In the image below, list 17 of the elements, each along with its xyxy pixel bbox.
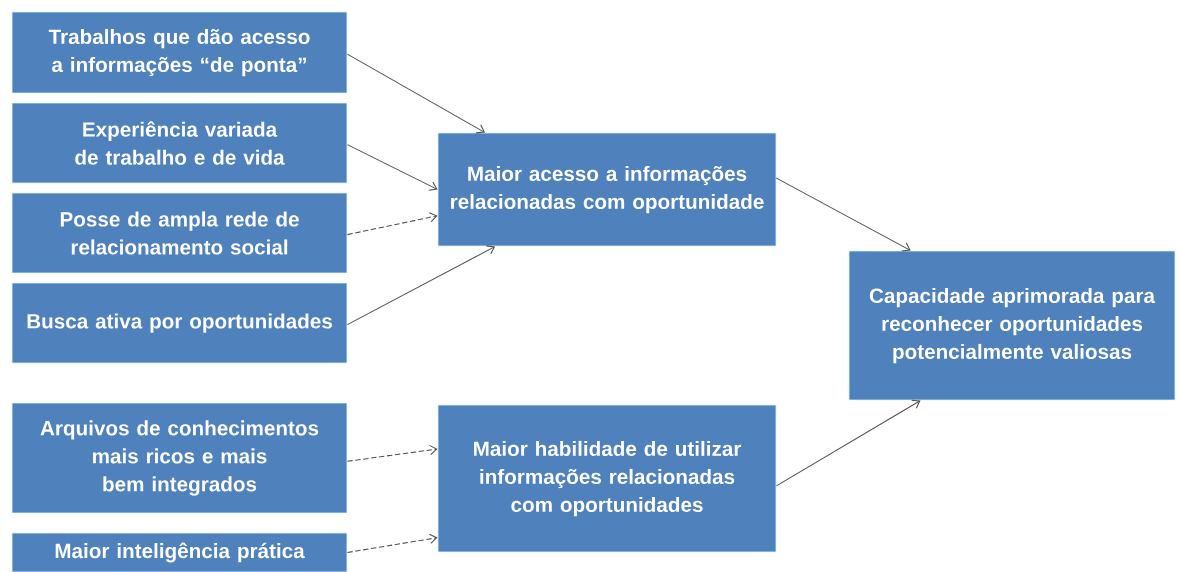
process-box: Busca ativa por oportunidades <box>11 282 348 364</box>
process-box: Posse de ampla rede de relacionamento social <box>11 192 348 274</box>
arrow <box>775 177 911 252</box>
arrow <box>346 53 486 134</box>
process-box: Maior acesso a informações relacionadas com oportunidade <box>437 132 777 247</box>
process-box: Capacidade aprimorada para reconhecer oportunidades potencialmente valiosas <box>848 250 1176 401</box>
arrow <box>346 212 438 236</box>
process-box: Maior habilidade de utilizar informações relacionadas com oportunidades <box>437 404 777 553</box>
arrow <box>346 533 438 554</box>
process-box: Trabalhos que dão acesso a informações “de ponta” <box>11 11 348 94</box>
process-box: Maior inteligência prática <box>11 532 348 572</box>
arrow <box>775 399 921 487</box>
arrow <box>346 144 438 191</box>
arrow <box>346 245 496 326</box>
arrow <box>346 444 438 462</box>
process-box: Arquivos de conhecimentos mais ricos e mais bem integrados <box>11 402 348 514</box>
process-box: Experiência variada de trabalho e de vida <box>11 102 348 184</box>
